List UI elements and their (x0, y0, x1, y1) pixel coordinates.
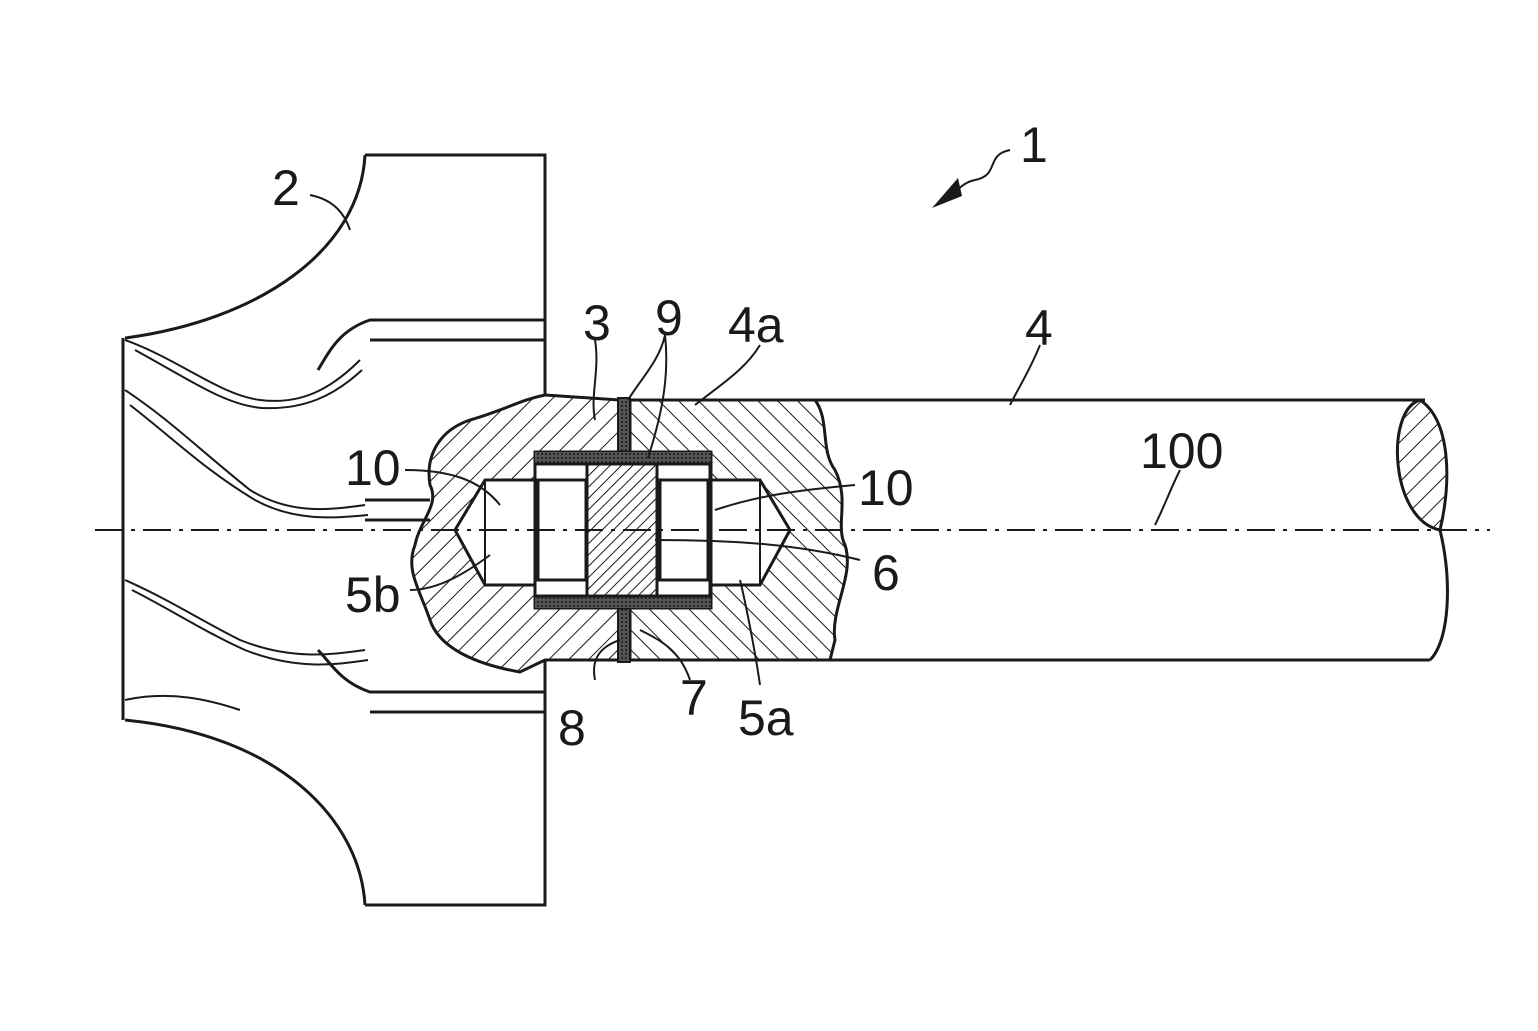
label-wheel: 2 (272, 160, 300, 216)
label-shaft: 4 (1025, 300, 1053, 356)
label-weld-seam: 8 (558, 700, 586, 756)
label-pin: 6 (872, 545, 900, 601)
label-bore-a: 5a (738, 690, 794, 746)
label-gap-right: 10 (858, 460, 914, 516)
label-axis: 100 (1140, 423, 1223, 479)
section-joint (412, 395, 848, 672)
label-solder-layer: 9 (655, 290, 683, 346)
label-joint: 7 (680, 670, 708, 726)
label-assembly: 1 (1020, 117, 1048, 173)
label-bore-b: 5b (345, 567, 401, 623)
label-hub: 3 (583, 295, 611, 351)
label-shaft-end: 4a (728, 297, 784, 353)
assembly-arrow (932, 150, 1010, 208)
label-gap-left: 10 (345, 440, 401, 496)
